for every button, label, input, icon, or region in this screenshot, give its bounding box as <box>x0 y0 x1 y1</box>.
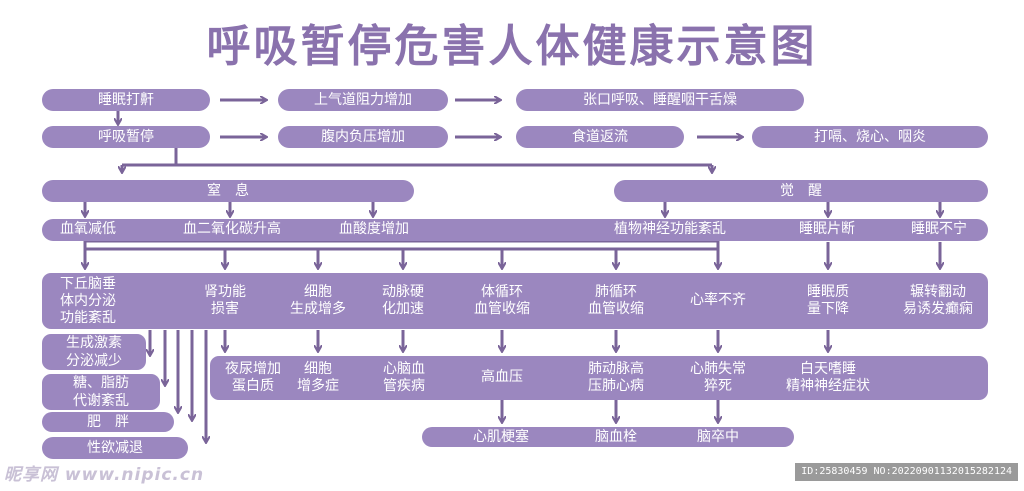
node-suffocation: 窒 息 <box>42 180 414 202</box>
node-hormone: 生成激素 分泌减少 <box>42 334 146 370</box>
node-abdominal-pressure: 腹内负压增加 <box>278 126 448 148</box>
row7-bar <box>422 427 794 447</box>
node-sleep-fragment: 睡眠片断 <box>799 221 855 237</box>
node-autonomic-disorder: 植物神经功能紊乱 <box>614 221 726 237</box>
row5-box <box>42 273 988 329</box>
node-obesity: 肥 胖 <box>42 412 174 432</box>
node-arousal: 觉 醒 <box>614 180 988 202</box>
node-daytime-sleepiness: 白天嗜睡 精神神经症状 <box>786 361 870 394</box>
node-stroke: 脑卒中 <box>697 429 739 445</box>
node-hypothalamus: 下丘脑垂 体内分泌 功能紊乱 <box>60 276 116 326</box>
node-arteriosclerosis: 动脉硬 化加速 <box>382 284 424 317</box>
node-pulmonary-vasoconstriction: 肺循环 血管收缩 <box>588 284 644 317</box>
page-title: 呼吸暂停危害人体健康示意图 <box>206 21 818 72</box>
node-apnea: 呼吸暂停 <box>42 126 210 148</box>
node-myocardial-infarction: 心肌梗塞 <box>473 429 529 445</box>
node-cerebral-thrombosis: 脑血栓 <box>595 429 637 445</box>
row6-box <box>210 356 988 400</box>
node-sudden-death: 心肺失常 猝死 <box>690 361 746 394</box>
node-mouth-breathing: 张口呼吸、睡醒咽干舌燥 <box>516 89 804 111</box>
node-high-co2: 血二氧化碳升高 <box>183 221 281 237</box>
node-acidity: 血酸度增加 <box>339 221 409 237</box>
watermark-left: 昵享网 www.nipic.cn <box>4 465 205 485</box>
node-reflux: 食道返流 <box>516 126 684 148</box>
node-nocturia: 夜尿增加 蛋白质 <box>225 361 281 394</box>
node-kidney: 肾功能 损害 <box>204 284 246 317</box>
node-cell-growth: 细胞 生成增多 <box>290 284 346 317</box>
node-sleep-restless: 睡眠不宁 <box>911 221 967 237</box>
node-libido: 性欲减退 <box>42 437 188 459</box>
node-low-oxygen: 血氧减低 <box>60 221 116 237</box>
node-epilepsy: 辗转翻动 易诱发癫痫 <box>903 284 973 317</box>
node-arrhythmia: 心率不齐 <box>690 292 746 308</box>
node-hypertension: 高血压 <box>481 369 523 385</box>
node-cardiovascular: 心脑血 管疾病 <box>383 361 425 394</box>
node-systemic-vasoconstriction: 体循环 血管收缩 <box>474 284 530 317</box>
node-polycythemia: 细胞 增多症 <box>297 361 339 394</box>
node-snoring: 睡眠打鼾 <box>42 89 210 111</box>
node-hiccup: 打嗝、烧心、咽炎 <box>752 126 988 148</box>
row4-bar <box>42 219 988 241</box>
node-pulmonary-hypertension: 肺动脉高 压肺心病 <box>588 361 644 394</box>
node-metabolism: 糖、脂肪 代谢紊乱 <box>42 374 160 410</box>
node-airway-resistance: 上气道阻力增加 <box>278 89 448 111</box>
node-sleep-quality: 睡眠质 量下降 <box>807 284 849 317</box>
watermark-right: ID:25830459 NO:20220901132015282124 <box>795 463 1018 481</box>
